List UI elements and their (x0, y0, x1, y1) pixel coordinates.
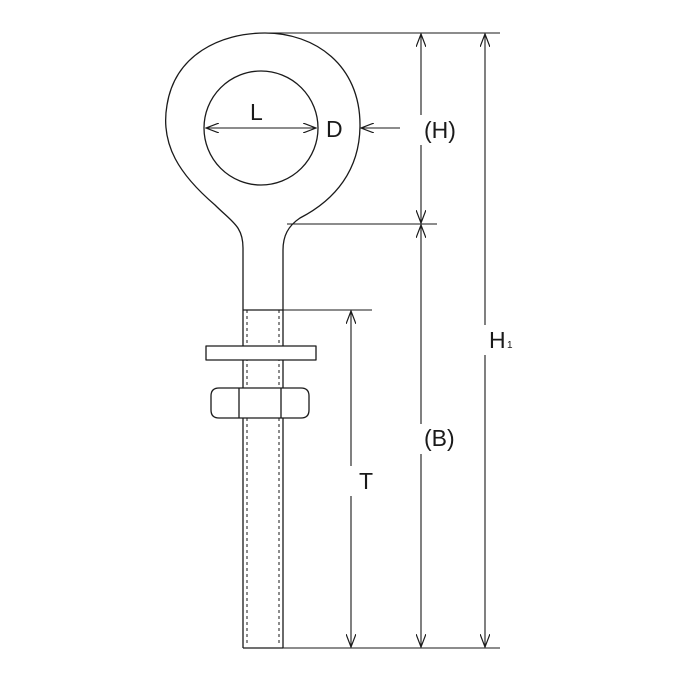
label-H: (H) (424, 117, 456, 143)
label-L: L (250, 99, 263, 125)
eye-inner-hole (203, 70, 319, 186)
label-B: (B) (424, 425, 455, 451)
label-H1-subscript: 1 (507, 340, 513, 351)
label-T: T (359, 468, 373, 494)
label-D: D (326, 116, 343, 142)
label-gap-B (410, 424, 434, 454)
label-gap-H (410, 115, 434, 145)
hex-nut (210, 387, 310, 419)
label-gap-H1 (474, 325, 496, 355)
washer (205, 345, 317, 361)
label-gap-T (340, 466, 362, 496)
label-H1-main: H (489, 327, 506, 353)
